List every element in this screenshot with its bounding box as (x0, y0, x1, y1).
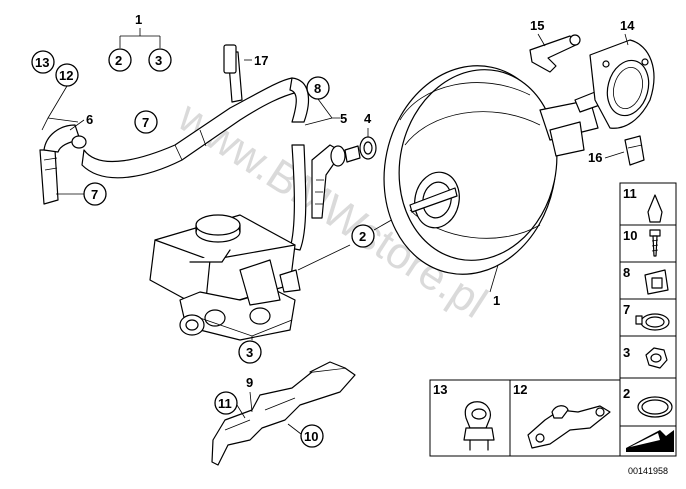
master-cylinder (149, 214, 351, 341)
group-1-callout: 1 2 3 (108, 12, 172, 72)
callout-2-mid: 2 (359, 229, 366, 244)
legend-label-3: 3 (623, 345, 630, 360)
callout-1-booster: 1 (493, 293, 500, 308)
callout-7-hose-circle (134, 110, 158, 134)
legend-label-13: 13 (433, 382, 447, 397)
bracket-15: 15 (529, 18, 581, 73)
callout-13: 13 (35, 55, 49, 70)
callout-3-top: 3 (155, 53, 162, 68)
legend-label-10: 10 (623, 228, 637, 243)
callout-13-circle (31, 50, 55, 74)
callout-10-bottom-circle (300, 424, 324, 448)
callout-14: 14 (620, 18, 635, 33)
callout-7-hose: 7 (142, 115, 149, 130)
group-13-12: 13 12 (31, 50, 79, 131)
callout-6: 6 (86, 112, 93, 127)
callout-12: 12 (59, 68, 73, 83)
callout-3-bottom-circle (238, 340, 262, 364)
callout-7-left-circle (83, 182, 107, 206)
check-valve-hose-6: 6 7 (39, 112, 107, 206)
callout-16: 16 (588, 150, 602, 165)
callout-10-bottom: 10 (304, 429, 318, 444)
group-8-5: 8 5 (304, 76, 347, 126)
callout-3-top-circle (148, 48, 172, 72)
callout-2-top-circle (108, 48, 132, 72)
callout-3-bottom-group: 3 (199, 317, 293, 364)
callout-17: 17 (254, 53, 268, 68)
elbow-connector (311, 144, 361, 219)
legend-label-7: 7 (623, 302, 630, 317)
callout-9: 9 (246, 375, 253, 390)
gasket-14: 14 (589, 18, 655, 129)
vacuum-hose: 7 17 (81, 44, 310, 251)
legend-label-12: 12 (513, 382, 527, 397)
callout-2-top: 2 (115, 53, 122, 68)
brake-booster: 1 (383, 65, 615, 308)
callout-5: 5 (340, 111, 347, 126)
callout-4: 4 (364, 111, 372, 126)
legend-label-11: 11 (623, 186, 637, 201)
legend-box-11 (619, 182, 677, 226)
callout-15: 15 (530, 18, 544, 33)
callout-11-bottom: 11 (218, 396, 232, 411)
drawing-code: 00141958 (628, 466, 668, 476)
callout-2-mid-circle (351, 224, 375, 248)
legend-label-8: 8 (623, 265, 630, 280)
callout-1-top: 1 (135, 12, 142, 27)
callout-7-left: 7 (91, 187, 98, 202)
callout-3-bottom: 3 (246, 345, 253, 360)
legend-bottom: 13 12 (429, 379, 621, 457)
legend-label-2: 2 (623, 386, 630, 401)
heat-shield-9: 9 11 10 (211, 361, 356, 466)
callout-11-bottom-circle (214, 391, 238, 415)
callout-8: 8 (314, 81, 321, 96)
legend-box-10 (619, 224, 677, 263)
grommet-4: 4 (359, 111, 377, 160)
legend-side: 11 10 8 7 3 2 (619, 182, 677, 457)
clip-16: 16 (588, 135, 645, 166)
